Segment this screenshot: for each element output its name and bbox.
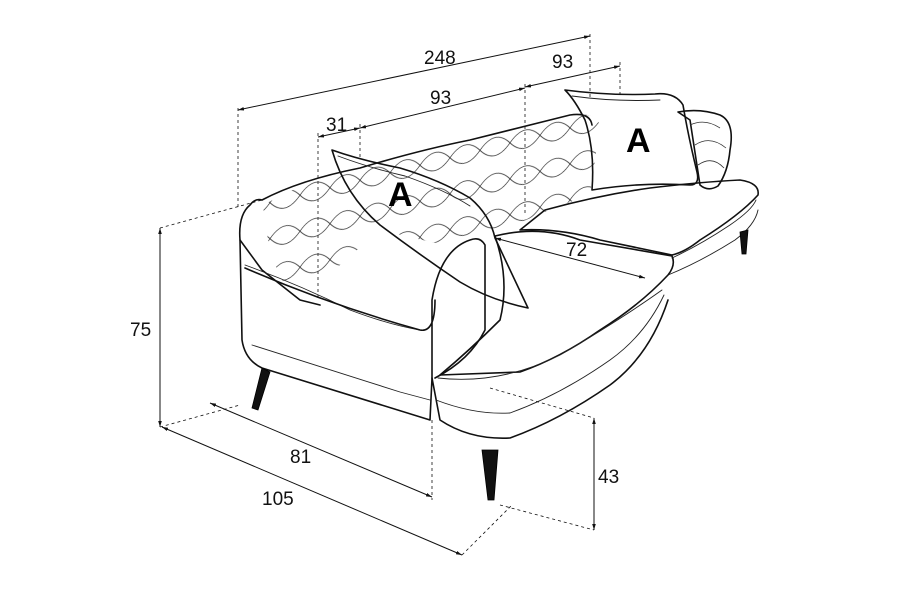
dim-arm-depth-line (209, 402, 433, 498)
pillow-left (331, 149, 529, 309)
dimension-labels: 248 93 93 31 72 75 81 105 43 A A (130, 48, 651, 510)
sofa-leg-back-right (739, 229, 749, 255)
sofa-right-arm (677, 109, 733, 190)
dim-ext-top-height (159, 199, 263, 229)
dim-ext-seat-top (489, 387, 595, 419)
label-seat-depth: 72 (566, 240, 587, 261)
pillow-left-label: A (388, 176, 413, 214)
dim-seat-section-line (359, 87, 526, 129)
label-right-seat-width: 93 (552, 52, 573, 73)
sofa-tufting (263, 114, 600, 300)
label-total-depth: 105 (262, 489, 294, 510)
label-height: 75 (130, 320, 151, 341)
sofa-leg-back-left (251, 367, 271, 411)
label-seat-section-width: 93 (430, 88, 451, 109)
sofa-drawing (238, 89, 759, 501)
dim-ext-seat-bottom (499, 504, 595, 531)
dimension-lines (158, 34, 646, 556)
dim-right-seat-line (524, 65, 621, 88)
sofa-left-seat (439, 230, 675, 376)
dim-total-depth-line (161, 426, 463, 556)
label-seat-height: 43 (598, 467, 619, 488)
sofa-right-seat (519, 179, 759, 256)
pillow-right-label: A (626, 122, 651, 160)
dim-ext-depth-front (461, 504, 513, 556)
sofa-leg-front (481, 449, 499, 501)
dim-total-width-line (237, 35, 591, 111)
label-arm-width: 31 (326, 115, 347, 136)
dim-arm-width-line (317, 127, 361, 138)
dim-ext-bottom-height (159, 404, 241, 428)
pillow-right (564, 89, 699, 191)
sofa-front-rail (431, 299, 669, 439)
dim-seat-depth-line (494, 237, 646, 279)
sofa-left-arm (239, 238, 486, 421)
label-arm-depth: 81 (290, 447, 311, 468)
label-total-width: 248 (424, 48, 456, 69)
